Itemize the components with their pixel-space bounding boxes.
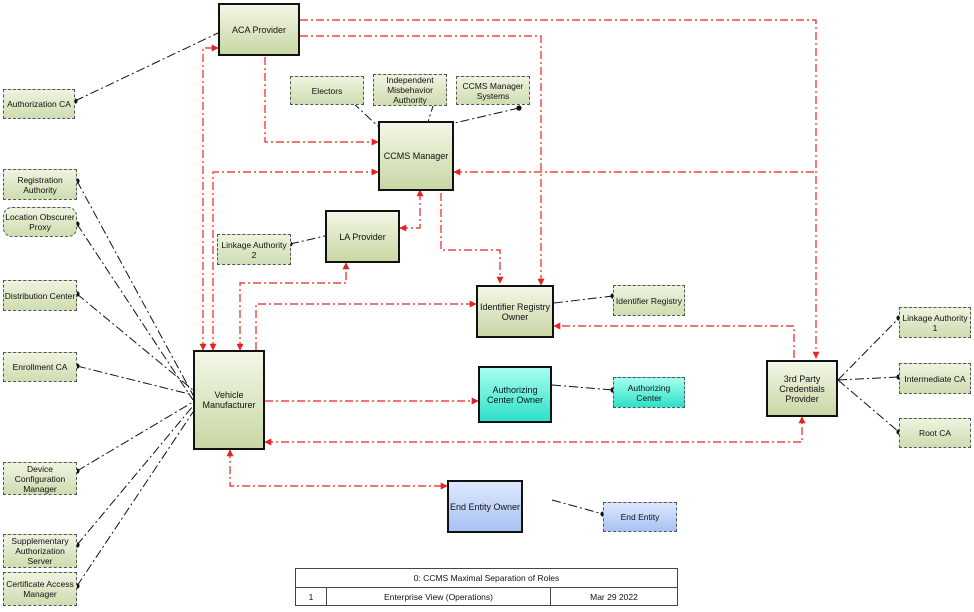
association-lines	[74, 32, 900, 587]
aca-provider-box[interactable]: ACA Provider	[218, 3, 300, 56]
flow-arrow	[553, 322, 795, 358]
association-line	[289, 235, 326, 245]
title-block: 0: CCMS Maximal Separation of Roles 1 En…	[295, 568, 678, 606]
authorizing-center-box[interactable]: Authorizing Center	[613, 377, 685, 408]
association-line	[551, 384, 614, 391]
association-line	[76, 180, 194, 396]
flow-arrow	[264, 416, 806, 446]
diagram-number: 1	[296, 588, 327, 606]
vehicle-manufacturer-box[interactable]: Vehicle Manufacturer	[193, 350, 265, 450]
certificate-access-manager-box[interactable]: Certificate Access Manager	[3, 572, 77, 606]
flow-arrow	[199, 44, 219, 351]
diagram-view: Enterprise View (Operations)	[327, 588, 551, 606]
flow-arrow	[300, 35, 545, 286]
misbehavior-authority-box[interactable]: Independent Misbehavior Authority	[373, 74, 447, 106]
association-line	[837, 376, 900, 381]
flow-arrow	[236, 262, 350, 351]
end-entity-box[interactable]: End Entity	[603, 502, 677, 532]
flow-arrow	[226, 449, 448, 490]
diagram-date: Mar 29 2022	[590, 592, 638, 602]
ccms-manager-box[interactable]: CCMS Manager	[378, 121, 454, 191]
identifier-registry-owner-box[interactable]: Identifier Registry Owner	[476, 285, 554, 338]
association-line	[553, 295, 614, 304]
association-line	[76, 223, 194, 401]
distribution-center-box[interactable]: Distribution Center	[3, 280, 77, 311]
electors-box[interactable]: Electors	[290, 76, 364, 105]
ccms-manager-systems-box[interactable]: CCMS Manager Systems	[456, 76, 530, 105]
root-ca-box[interactable]: Root CA	[899, 418, 971, 448]
registration-authority-box[interactable]: Registration Authority	[3, 169, 77, 200]
location-obscurer-proxy-box[interactable]: Location Obscurer Proxy	[3, 207, 77, 237]
association-line	[76, 401, 194, 472]
diagram-title: 0: CCMS Maximal Separation of Roles	[296, 569, 677, 588]
flow-arrows	[199, 19, 820, 490]
linkage-authority-2-box[interactable]: Linkage Authority 2	[217, 234, 291, 265]
association-line	[76, 293, 194, 391]
enrollment-ca-box[interactable]: Enrollment CA	[3, 352, 77, 382]
association-line	[76, 411, 194, 587]
flow-arrow	[440, 193, 504, 284]
flow-arrow	[264, 57, 379, 146]
flow-arrow	[300, 19, 820, 359]
authorization-ca-box[interactable]: Authorization CA	[3, 89, 75, 119]
device-configuration-manager-box[interactable]: Device Configuration Manager	[3, 462, 77, 495]
association-line	[74, 32, 219, 102]
association-line	[445, 107, 520, 126]
flow-arrow	[209, 168, 379, 351]
identifier-registry-box[interactable]: Identifier Registry	[613, 285, 685, 316]
association-line	[837, 379, 900, 433]
end-entity-owner-box[interactable]: End Entity Owner	[447, 480, 523, 533]
flow-arrow	[399, 189, 424, 232]
association-line	[837, 317, 900, 381]
third-party-credentials-provider-box[interactable]: 3rd Party Credentials Provider	[766, 360, 838, 417]
la-provider-box[interactable]: LA Provider	[325, 210, 400, 263]
association-line	[427, 102, 435, 123]
flow-arrow	[255, 300, 477, 350]
supplementary-authorization-server-box[interactable]: Supplementary Authorization Server	[3, 534, 77, 568]
intermediate-ca-box[interactable]: Intermediate CA	[899, 363, 971, 394]
linkage-authority-1-box[interactable]: Linkage Authority 1	[899, 307, 971, 338]
association-line	[551, 499, 604, 515]
association-line	[76, 405, 194, 546]
association-line	[76, 365, 194, 396]
authorizing-center-owner-box[interactable]: Authorizing Center Owner	[478, 366, 552, 423]
